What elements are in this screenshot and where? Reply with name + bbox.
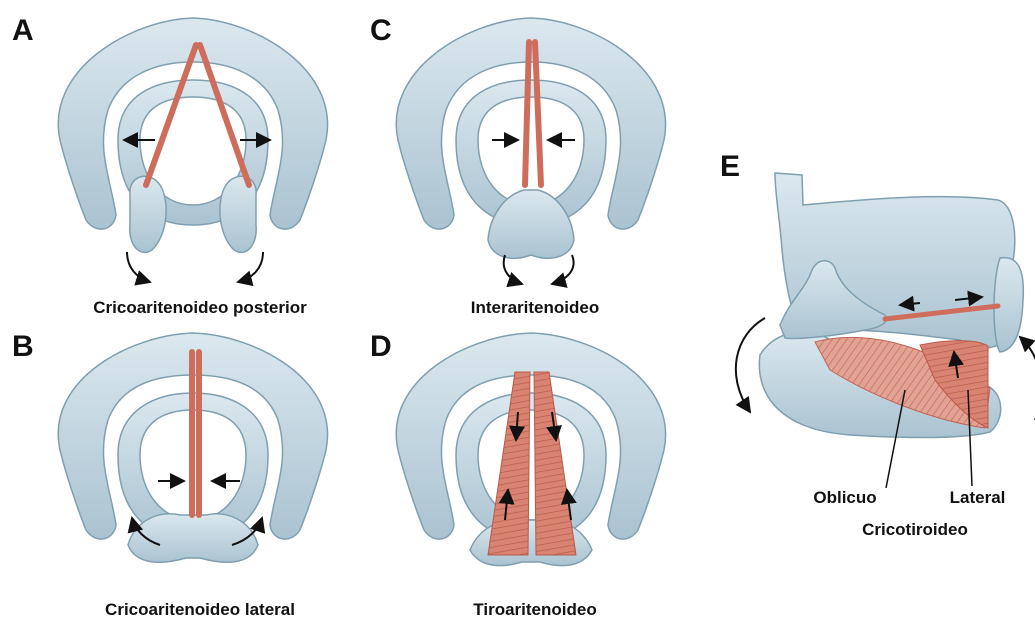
panel-c-illustration (396, 18, 665, 284)
cricoid-ring (456, 393, 606, 540)
rotation-arrow-left (504, 255, 522, 284)
caption-cricotiroideo: Cricotiroideo (840, 520, 990, 540)
panel-d-illustration (396, 333, 665, 566)
rotation-arrow-left (127, 252, 150, 282)
panel-label-d: D (370, 330, 392, 364)
thyroid-cartilage (396, 333, 665, 539)
left-arytenoid (130, 176, 166, 252)
label-lateral: Lateral (930, 488, 1025, 508)
panel-label-c: C (370, 14, 392, 48)
panel-label-b: B (12, 330, 34, 364)
right-vocal-cord (535, 42, 541, 185)
right-arytenoid (220, 176, 256, 252)
panel-a-illustration (58, 18, 327, 282)
caption-cricoaritenoideo-posterior: Cricoaritenoideo posterior (60, 298, 340, 318)
panel-label-e: E (720, 150, 740, 184)
label-oblicuo: Oblicuo (790, 488, 900, 508)
rotation-arrow-back (1020, 337, 1035, 420)
caption-interaritenoideo: Interaritenoideo (430, 298, 640, 318)
panel-label-a: A (12, 14, 34, 48)
caption-cricoaritenoideo-lateral: Cricoaritenoideo lateral (60, 600, 340, 620)
panel-e-illustration (736, 173, 1035, 488)
caption-tiroaritenoideo: Tiroaritenoideo (430, 600, 640, 620)
rotation-arrow-right (238, 252, 263, 282)
rotation-arrow-right (552, 255, 574, 284)
panel-b-illustration (58, 333, 327, 562)
left-vocal-cord (525, 42, 529, 185)
